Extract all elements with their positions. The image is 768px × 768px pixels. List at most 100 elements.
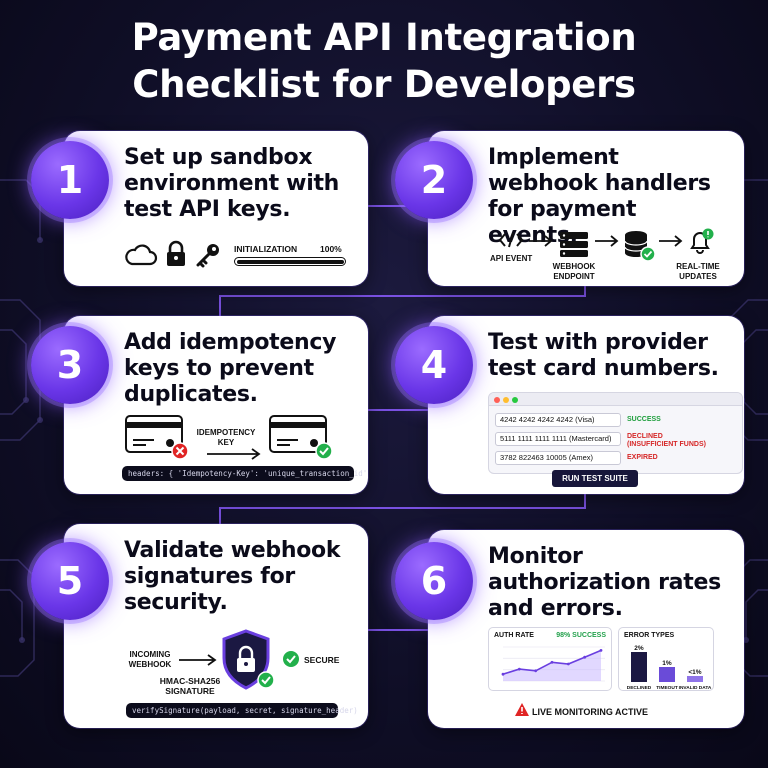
- error-bar-percent: 2%: [634, 645, 644, 652]
- key-line-2: KEY: [217, 438, 235, 447]
- arrow-right-icon: [179, 654, 217, 666]
- minimize-dot-icon: [503, 397, 509, 403]
- status-line-2: (INSUFFICIENT FUNDS): [627, 441, 706, 448]
- page-title: Payment API Integration Checklist for De…: [0, 14, 768, 108]
- error-types-label: ERROR TYPES: [624, 632, 675, 639]
- key-icon: [196, 244, 219, 268]
- step-card-1: Set up sandbox environment with test API…: [64, 131, 368, 286]
- secure-label: SECURE: [304, 655, 340, 665]
- signature-code-snippet: verifySignature(payload, secret, signatu…: [126, 703, 358, 718]
- step-card-5: Validate webhook signatures for security…: [64, 524, 368, 728]
- code-icon: [498, 232, 524, 248]
- auth-rate-chart: [501, 646, 605, 682]
- error-bar-label: TIMEOUT: [656, 685, 678, 691]
- cloud-icon: [125, 244, 158, 266]
- lock-icon: [167, 240, 185, 266]
- progress-percent: 100%: [320, 244, 342, 254]
- auth-rate-point: [583, 655, 587, 659]
- idempotency-key-label: IDEMPOTENCY KEY: [194, 428, 258, 448]
- title-line-2: Checklist for Developers: [132, 63, 636, 106]
- title-line-1: Payment API Integration: [131, 16, 637, 59]
- endpoint-line-2: ENDPOINT: [553, 272, 595, 281]
- test-card-row: 3782 822463 10005 (Amex) EXPIRED: [495, 451, 739, 467]
- step-card-3: Add idempotency keys to prevent duplicat…: [64, 316, 368, 494]
- test-card-number: 5111 1111 1111 1111 (Mastercard): [495, 432, 621, 446]
- arrow-right-icon: [659, 235, 683, 247]
- webhook-endpoint-label: WEBHOOK ENDPOINT: [548, 262, 600, 282]
- progress-fill: [236, 259, 344, 264]
- hmac-line-2: SIGNATURE: [165, 686, 215, 696]
- test-card-status: SUCCESS: [627, 416, 661, 424]
- status-line-1: EXPIRED: [627, 454, 658, 461]
- step-card-2: Implement webhook handlers for payment e…: [428, 131, 744, 286]
- status-line-1: SUCCESS: [627, 416, 661, 423]
- auth-rate-point: [599, 649, 603, 652]
- hmac-signature-label: HMAC-SHA256 SIGNATURE: [150, 676, 230, 696]
- step-6-title: Monitor authorization rates and errors.: [488, 544, 721, 621]
- step-badge-6: 6: [395, 542, 473, 620]
- hmac-line-1: HMAC-SHA256: [159, 676, 221, 686]
- step-5-title: Validate webhook signatures for security…: [124, 538, 341, 615]
- updates-line-2: UPDATES: [679, 272, 717, 281]
- maximize-dot-icon: [512, 397, 518, 403]
- bell-icon: [690, 228, 714, 254]
- auth-rate-value: 98% SUCCESS: [556, 632, 606, 639]
- key-line-1: IDEMPOTENCY: [196, 428, 256, 437]
- arrow-right-icon: [595, 235, 619, 247]
- test-card-row: 4242 4242 4242 4242 (Visa) SUCCESS: [495, 413, 739, 429]
- error-bar: [631, 652, 647, 682]
- step-4-title: Test with provider test card numbers.: [488, 330, 719, 381]
- arrow-right-icon: [529, 235, 553, 247]
- browser-toolbar: [489, 393, 742, 406]
- step-badge-1: 1: [31, 141, 109, 219]
- step-badge-2: 2: [395, 141, 473, 219]
- test-card-number: 4242 4242 4242 4242 (Visa): [495, 413, 621, 427]
- live-monitoring-label: LIVE MONITORING ACTIVE: [532, 707, 649, 717]
- auth-rate-point: [501, 672, 505, 676]
- error-bar: [659, 667, 675, 682]
- step-3-title: Add idempotency keys to prevent duplicat…: [124, 330, 337, 407]
- auth-rate-point: [534, 669, 538, 673]
- arrow-right-icon: [207, 448, 261, 460]
- step-1-title: Set up sandbox environment with test API…: [124, 145, 340, 222]
- auth-rate-label: AUTH RATE: [494, 632, 534, 639]
- error-bar-label: INVALID DATA: [679, 685, 712, 691]
- test-card-status: DECLINED (INSUFFICIENT FUNDS): [627, 433, 706, 449]
- close-dot-icon: [494, 397, 500, 403]
- database-icon: [624, 231, 656, 262]
- realtime-updates-label: REAL-TIME UPDATES: [670, 262, 726, 282]
- progress-label: INITIALIZATION: [234, 244, 298, 254]
- step-badge-3: 3: [31, 326, 109, 404]
- error-bar: [687, 676, 703, 682]
- test-card-status: EXPIRED: [627, 454, 658, 462]
- auth-rate-point: [550, 660, 554, 664]
- auth-rate-panel: AUTH RATE 98% SUCCESS: [488, 627, 612, 691]
- warning-icon: [515, 703, 529, 716]
- incoming-line-1: INCOMING: [129, 650, 171, 659]
- credit-card-success-icon: [269, 415, 333, 460]
- server-icon: [560, 232, 588, 257]
- shield-lock-icon: [222, 629, 275, 690]
- auth-rate-point: [566, 662, 570, 666]
- run-test-suite-button[interactable]: RUN TEST SUITE: [552, 470, 638, 487]
- step-badge-5: 5: [31, 542, 109, 620]
- error-bar-percent: 1%: [662, 660, 672, 667]
- endpoint-line-1: WEBHOOK: [552, 262, 596, 271]
- step-card-4: Test with provider test card numbers. 42…: [428, 316, 744, 494]
- api-event-label: API EVENT: [490, 254, 533, 263]
- step-card-6: Monitor authorization rates and errors. …: [428, 530, 744, 728]
- step-badge-4: 4: [395, 326, 473, 404]
- progress-bar: [234, 257, 346, 266]
- incoming-webhook-label: INCOMING WEBHOOK: [122, 650, 178, 670]
- auth-rate-area: [503, 650, 601, 681]
- updates-line-1: REAL-TIME: [676, 262, 720, 271]
- test-browser-window: 4242 4242 4242 4242 (Visa) SUCCESS 5111 …: [488, 392, 743, 474]
- test-card-row: 5111 1111 1111 1111 (Mastercard) DECLINE…: [495, 432, 739, 448]
- idempotency-code-snippet: headers: { 'Idempotency-Key': 'unique_tr…: [122, 466, 368, 481]
- test-card-number: 3782 822463 10005 (Amex): [495, 451, 621, 465]
- status-line-1: DECLINED: [627, 433, 663, 440]
- check-circle-icon: [283, 651, 299, 667]
- incoming-line-2: WEBHOOK: [128, 660, 172, 669]
